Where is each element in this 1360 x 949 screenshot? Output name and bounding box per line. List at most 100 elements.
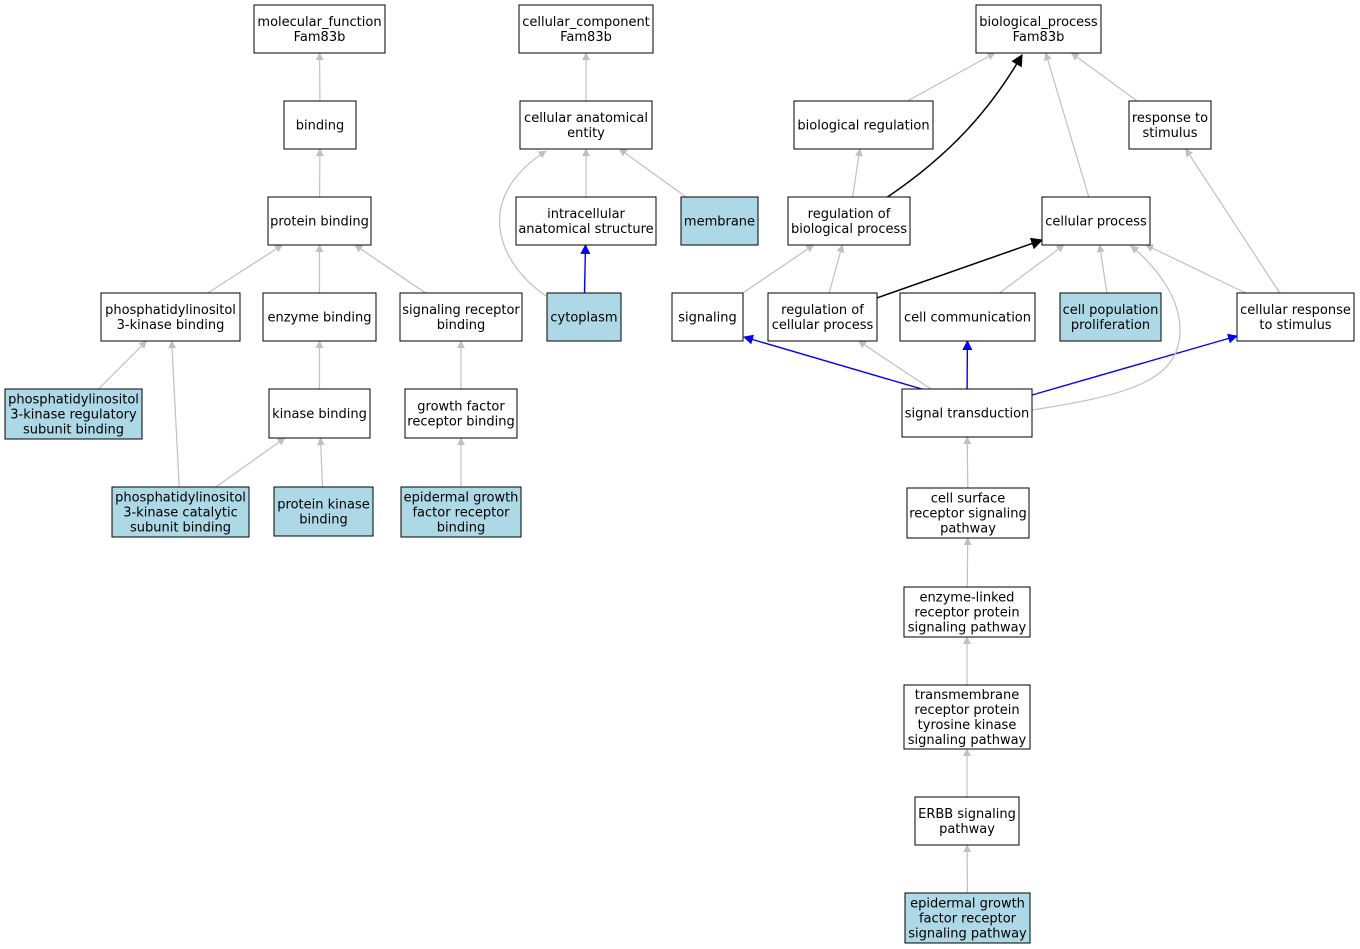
node-box — [901, 388, 1033, 438]
node-box — [100, 292, 241, 342]
node-label-line: binding — [299, 513, 347, 528]
edges-layer — [98, 52, 1281, 894]
node-label-line: to stimulus — [1259, 318, 1331, 333]
node-box — [914, 796, 1020, 846]
node-box — [283, 100, 357, 150]
node-cytoplasm[interactable]: cytoplasm — [546, 292, 622, 342]
edge-cell-comm-to-cell-proc — [999, 244, 1065, 294]
node-label-line: receptor protein — [914, 703, 1019, 718]
node-label-line: phosphatidylinositol — [115, 491, 246, 506]
node-label-line: phosphatidylinositol — [105, 303, 236, 318]
node-cell-proc[interactable]: cellular process — [1041, 196, 1151, 246]
edge-cell-resp-stim-to-resp-stim — [1185, 148, 1281, 294]
node-label-line: signaling pathway — [908, 927, 1027, 942]
edge-bio-reg-to-bp-root — [907, 52, 996, 102]
node-label-line: kinase binding — [272, 407, 367, 422]
node-box — [787, 196, 911, 246]
node-signaling[interactable]: signaling — [671, 292, 744, 342]
node-label-line: binding — [437, 318, 485, 333]
node-label-line: growth factor — [417, 400, 505, 415]
edge-protein-kinase-binding-to-kinase-binding — [316, 437, 325, 488]
node-box — [546, 292, 622, 342]
node-box — [680, 196, 759, 246]
node-box — [519, 100, 653, 150]
node-label-line: subunit binding — [23, 423, 124, 438]
node-box — [903, 586, 1031, 638]
node-box — [1041, 196, 1151, 246]
node-box — [767, 292, 878, 342]
node-label-line: epidermal growth — [910, 897, 1025, 912]
node-label-line: 3-kinase regulatory — [10, 408, 137, 423]
edge-pi3k-cat-binding-to-kinase-binding — [215, 437, 286, 488]
node-cell-comm[interactable]: cell communication — [899, 292, 1036, 342]
node-label-line: cell communication — [904, 311, 1031, 326]
node-box — [111, 486, 250, 538]
edge-pi3k-reg-binding-to-pi3k-binding — [98, 340, 148, 390]
node-box — [253, 4, 386, 54]
node-label-line: factor receptor — [919, 912, 1017, 927]
node-label-line: response to — [1132, 111, 1208, 126]
node-box — [671, 292, 744, 342]
node-membrane[interactable]: membrane — [680, 196, 759, 246]
node-label-line: entity — [567, 126, 605, 141]
node-label-line: biological process — [791, 222, 907, 237]
edge-pi3k-cat-binding-to-pi3k-binding — [168, 340, 180, 488]
node-label-line: protein binding — [270, 215, 369, 230]
node-protein-binding[interactable]: protein binding — [267, 196, 372, 246]
node-label-line: cellular process — [772, 318, 874, 333]
node-box — [267, 196, 372, 246]
edge-signaling-to-reg-bio-proc — [742, 244, 815, 294]
node-sig-trans[interactable]: signal transduction — [901, 388, 1033, 438]
node-label-line: proliferation — [1071, 318, 1150, 333]
node-label-line: pathway — [940, 522, 996, 537]
node-binding[interactable]: binding — [283, 100, 357, 150]
node-label-line: enzyme binding — [267, 311, 371, 326]
node-enzyme-binding[interactable]: enzyme binding — [262, 292, 377, 342]
edge-cell-pop-prolif-to-cell-proc — [1096, 244, 1108, 294]
node-kinase-binding[interactable]: kinase binding — [268, 388, 371, 439]
node-box — [906, 487, 1030, 539]
node-box — [975, 4, 1102, 54]
node-label-line: receptor protein — [914, 606, 1019, 621]
node-label-line: receptor signaling — [909, 507, 1027, 522]
node-box — [404, 388, 518, 439]
node-box — [793, 100, 934, 150]
edge-reg-cell-proc-to-reg-bio-proc — [828, 244, 845, 294]
node-box — [904, 892, 1031, 944]
edge-cell-proc-to-bp-root — [1043, 52, 1090, 198]
node-label-line: signaling — [678, 311, 737, 326]
node-bio-reg[interactable]: biological regulation — [793, 100, 934, 150]
node-box — [400, 486, 522, 538]
edge-sig-trans-to-signaling — [743, 334, 933, 393]
node-label-line: factor receptor — [412, 506, 510, 521]
edge-reg-cell-proc-to-cell-proc — [876, 237, 1044, 299]
node-label-line: transmembrane — [915, 688, 1020, 703]
node-label-line: cellular_component — [522, 15, 650, 30]
node-label-line: 3-kinase binding — [117, 318, 225, 333]
node-label-line: Fam83b — [560, 30, 612, 45]
node-label-line: ERBB signaling — [918, 807, 1016, 822]
node-label-line: molecular_function — [257, 15, 381, 30]
